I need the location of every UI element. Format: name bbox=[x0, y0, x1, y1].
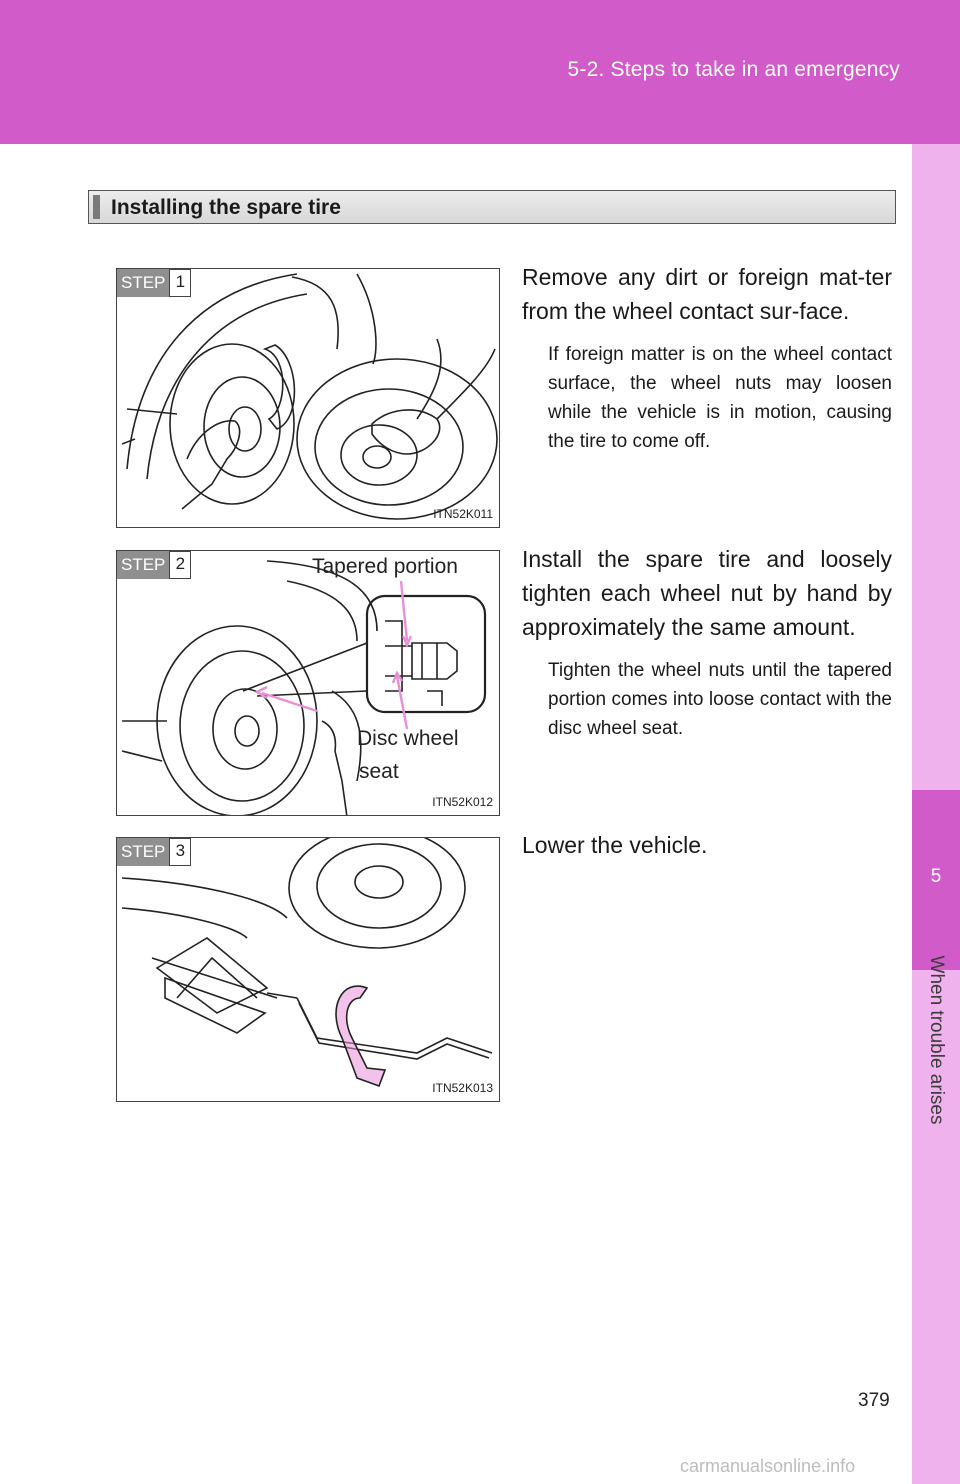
tapered-portion-callout: Tapered portion bbox=[312, 555, 458, 578]
step-3-number: 3 bbox=[169, 838, 192, 866]
step-2-instruction: Install the spare tire and loosely tight… bbox=[522, 546, 892, 640]
step-1-note: If foreign matter is on the wheel contac… bbox=[548, 344, 892, 452]
step-3-word: STEP bbox=[117, 838, 170, 866]
step-1-figure: STEP 1 ITN52K011 bbox=[116, 268, 500, 528]
step-1-badge: STEP 1 bbox=[117, 269, 192, 297]
step-2-word: STEP bbox=[117, 551, 170, 579]
step-2-badge: STEP 2 bbox=[117, 551, 192, 579]
step-3-figure-code: ITN52K013 bbox=[432, 1081, 493, 1095]
step-3-text-block: Lower the vehicle. bbox=[522, 828, 892, 862]
section-header: Installing the spare tire bbox=[88, 190, 896, 224]
step-1-figure-code: ITN52K011 bbox=[433, 507, 493, 521]
chapter-number: 5 bbox=[930, 866, 942, 887]
chapter-label: When trouble arises bbox=[926, 955, 947, 1125]
disc-wheel-callout-line1: Disc wheel bbox=[357, 727, 459, 750]
page-number: 379 bbox=[858, 1390, 890, 1411]
step-2-figure-code: ITN52K012 bbox=[432, 795, 493, 809]
step-2-text-block: Install the spare tire and loosely tight… bbox=[522, 542, 892, 743]
wheel-cleaning-illustration bbox=[121, 273, 498, 520]
step-3-instruction: Lower the vehicle. bbox=[522, 832, 708, 858]
step-2-note: Tighten the wheel nuts until the tapered… bbox=[548, 660, 892, 739]
chapter-section-title: 5-2. Steps to take in an emergency bbox=[567, 58, 900, 81]
chapter-number-box bbox=[912, 790, 960, 970]
step-2-figure: STEP 2 bbox=[116, 550, 500, 816]
step-1-word: STEP bbox=[117, 269, 170, 297]
step-1-text-block: Remove any dirt or foreign mat-ter from … bbox=[522, 260, 892, 456]
step-2-number: 2 bbox=[169, 551, 192, 579]
step-1-instruction: Remove any dirt or foreign mat-ter from … bbox=[522, 264, 892, 324]
step-3-figure: STEP 3 ITN52K013 bbox=[116, 837, 500, 1102]
jack-lowering-illustration bbox=[121, 838, 493, 1088]
step-1-number: 1 bbox=[169, 269, 192, 297]
section-title: Installing the spare tire bbox=[111, 196, 341, 219]
wheel-nut-illustration bbox=[121, 560, 487, 815]
step-3-badge: STEP 3 bbox=[117, 838, 192, 866]
watermark: carmanualsonline.info bbox=[680, 1456, 856, 1476]
page-header: 5-2. Steps to take in an emergency bbox=[0, 0, 960, 144]
disc-wheel-callout-line2: seat bbox=[359, 760, 399, 783]
